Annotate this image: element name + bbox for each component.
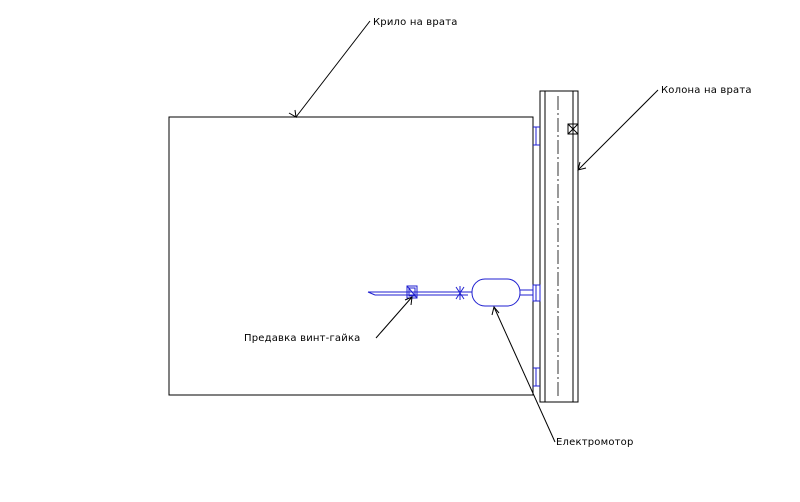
nut-block: [406, 285, 418, 299]
gate-leaf-outline: [168, 116, 534, 396]
motor-body: [471, 278, 521, 307]
drive-mechanism: [367, 278, 541, 307]
gate-column: [539, 90, 579, 403]
leader-gate-leaf: [288, 20, 371, 118]
leader-gate-column: [577, 89, 659, 171]
coupling: [455, 286, 465, 300]
label-gate-leaf: Крило на врата: [373, 17, 458, 28]
column-cap-symbol: [567, 123, 579, 135]
lower-hinge: [533, 367, 540, 387]
leader-motor: [491, 305, 556, 443]
label-electric-motor: Електромотор: [556, 437, 634, 448]
upper-hinge: [533, 126, 540, 146]
label-gate-column: Колона на врата: [661, 85, 752, 96]
gate-column-outer: [539, 90, 579, 403]
label-screw-nut-transmission: Предавка винт-гайка: [244, 333, 361, 344]
leader-transmission: [375, 296, 413, 339]
